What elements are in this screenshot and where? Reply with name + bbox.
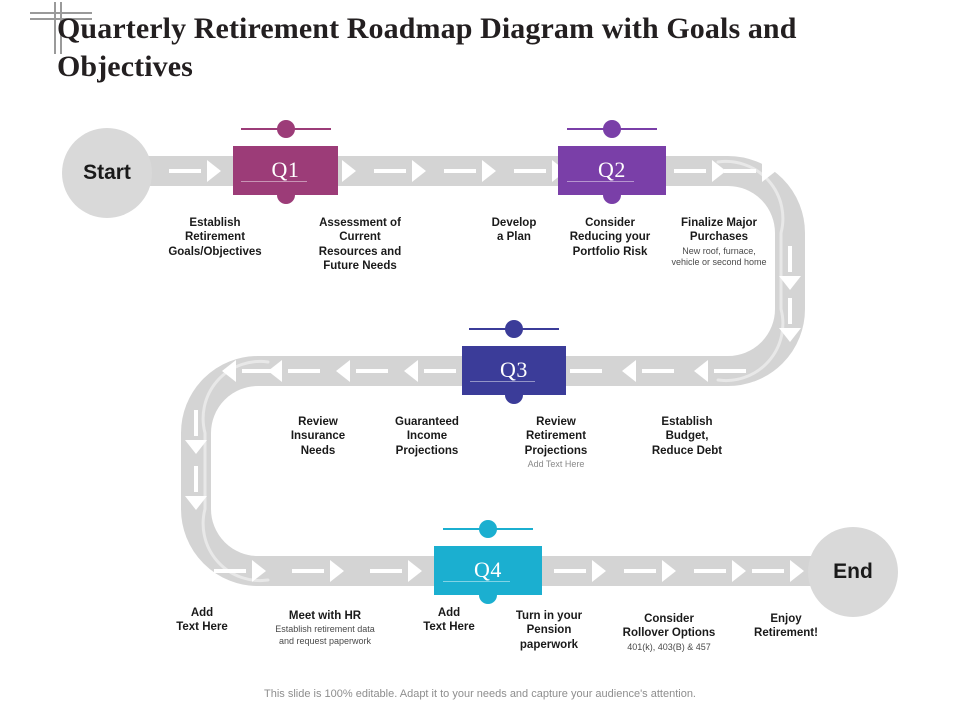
node-dot-q3	[505, 320, 523, 338]
node-dot-q1	[276, 120, 295, 138]
decorative-corner-mark	[30, 2, 92, 54]
quarter-label-q3: Q3	[500, 356, 528, 382]
step-subtitle: New roof, furnace,vehicle or second home	[671, 245, 767, 267]
quarter-node-marker-q4	[443, 520, 533, 538]
step-title: Meet with HR	[288, 610, 362, 622]
quarter-box-q3[interactable]: Q3	[462, 346, 566, 395]
start-label: Start	[83, 161, 131, 184]
page-title: Quarterly Retirement Roadmap Diagram wit…	[57, 12, 797, 84]
quarter-node-marker-q2	[567, 120, 657, 138]
quarter-box-q2[interactable]: Q2	[558, 146, 666, 195]
quarter-label-q1: Q1	[271, 156, 300, 182]
step-subtitle: 401(k), 403(B) & 457	[627, 641, 711, 652]
quarter-node-marker-q1	[240, 120, 331, 138]
footer-note: This slide is 100% editable. Adapt it to…	[264, 688, 696, 700]
node-dot-q2	[603, 120, 621, 138]
step-subtitle: Add Text Here	[527, 459, 585, 470]
quarter-label-q4: Q4	[474, 556, 502, 582]
start-bubble[interactable]: Start	[62, 128, 152, 218]
quarter-label-q2: Q2	[598, 156, 626, 182]
end-label: End	[833, 560, 873, 583]
end-bubble[interactable]: End	[808, 527, 898, 617]
quarter-box-q4[interactable]: Q4	[434, 546, 542, 595]
quarter-node-marker-q3	[469, 320, 559, 338]
quarter-box-q1[interactable]: Q1	[233, 146, 338, 195]
node-dot-q4	[479, 520, 497, 538]
